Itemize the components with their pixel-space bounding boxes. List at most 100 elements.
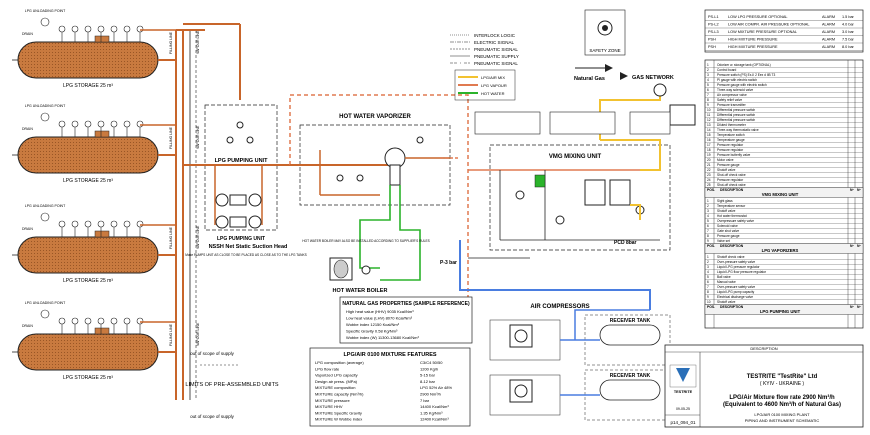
receiver-tank-label-2: RECEIVER TANK — [610, 373, 651, 379]
alarm-type: ALARM — [822, 38, 835, 42]
parts-header-pos: POS. — [707, 305, 715, 309]
mixture-features-box: LPG/AIR 0100 MIXTURE FEATURES LPG compos… — [309, 347, 471, 427]
natural-gas-label: Natural Gas — [574, 76, 605, 82]
ng-property-row: High heat value (HHV) 9035 Kcal/Nm³ — [346, 309, 414, 314]
vapour-line-label: VAPOUR LINE — [196, 322, 200, 346]
line-legend: INTERLOCK LOGIC ELECTRIC SIGNAL PNEUMATI… — [450, 33, 519, 101]
tank-body — [17, 333, 159, 371]
part-pos: 5 — [707, 275, 709, 279]
gauge-icon — [97, 25, 105, 33]
part-pos: 4 — [707, 78, 709, 82]
part-pos: 7 — [707, 93, 709, 97]
tank-label: LPG STORAGE 25 m³ — [63, 83, 113, 89]
gauge-icon — [84, 220, 92, 228]
alarm-setpoint: 7.5 bar — [842, 38, 855, 42]
part-description: Differential pressure switch — [717, 108, 755, 112]
filling-line-label: FILLING LINE — [169, 226, 173, 249]
legend-line-0: INTERLOCK LOGIC — [474, 33, 516, 38]
pumping-unit-lower-label: LPG PUMPING UNIT — [217, 236, 265, 242]
parts-section-title: LPG VAPORIZERS — [762, 248, 799, 253]
compressors-label: AIR COMPRESSORS — [530, 304, 589, 310]
vapour-line — [289, 94, 469, 300]
legend-pipe-0: LPG/AIR MIX — [481, 75, 505, 80]
tank-label: LPG STORAGE 25 m³ — [63, 375, 113, 381]
parts-header-pos: POS. — [707, 244, 715, 248]
part-description: Ball valve — [717, 275, 731, 279]
gauge-icon — [58, 120, 66, 128]
parts-header-description: DESCRIPTION — [720, 305, 744, 309]
gauge-icon — [110, 25, 118, 33]
part-pos: 23 — [707, 173, 711, 177]
part-description: Solenoid valve — [717, 224, 738, 228]
part-description: Pressure butterfly valve — [717, 153, 751, 157]
parts-header-n2: Nº — [857, 305, 861, 309]
gauge-icon — [71, 220, 79, 228]
part-pos: 1 — [707, 255, 709, 259]
part-description: Pressure gauge — [717, 163, 740, 167]
tank-label: LPG STORAGE 25 m³ — [63, 178, 113, 184]
unloading-point-label: LPG UNLOADING POINT — [25, 301, 66, 305]
feature-label: MIXTURE HHV — [315, 404, 343, 409]
unloading-point-label: LPG UNLOADING POINT — [25, 9, 66, 13]
part-description: Manual valve — [717, 280, 736, 284]
part-pos: 17 — [707, 143, 711, 147]
ng-box-title: NATURAL GAS PROPERTIES (SAMPLE REFERENCE… — [342, 301, 470, 307]
part-pos: 8 — [707, 234, 709, 238]
feature-value: 8-12 bar — [420, 379, 436, 384]
part-description: Shutoff valve — [717, 168, 736, 172]
part-pos: 7 — [707, 285, 709, 289]
gauge-icon — [110, 120, 118, 128]
part-description: Shutoff valve — [717, 209, 736, 213]
part-pos: 3 — [707, 73, 709, 77]
receiver-tank-label-1: RECEIVER TANK — [610, 318, 651, 324]
gauge-icon — [97, 317, 105, 325]
part-description: Temperature switch — [717, 133, 745, 137]
alarm-tag: PS-L3 — [708, 30, 719, 34]
drawing-title-2: (Equivalent to 4600 Nm³/h of Natural Gas… — [723, 401, 841, 408]
alarm-type: ALARM — [822, 45, 835, 49]
npsh-note: Make PUMPS UNIT AS CLOSE TO BE PLACED AS… — [185, 253, 306, 257]
feature-value: 5-15 bar — [420, 373, 436, 378]
part-pos: 10 — [707, 108, 711, 112]
boiler-label: HOT WATER BOILER — [333, 288, 388, 294]
parts-header-description: DESCRIPTION — [720, 188, 744, 192]
part-description: Pressure transmitter — [717, 103, 747, 107]
part-pos: 6 — [707, 88, 709, 92]
parts-header-description: DESCRIPTION — [720, 244, 744, 248]
logo-text: TESTRITE — [674, 390, 693, 394]
mixing-unit-label: VMG MIXING UNIT — [549, 154, 602, 160]
feature-label: MIXTURE W Wobbe index — [315, 417, 362, 422]
feature-label: MIXTURE pressure — [315, 398, 350, 403]
part-description: Sight glass — [717, 199, 733, 203]
part-pos: 15 — [707, 133, 711, 137]
gauge-icon — [136, 25, 144, 33]
hot-water-vaporizer: HOT WATER VAPORIZER — [290, 114, 460, 206]
alarm-setpoint: 4.0 bar — [842, 23, 855, 27]
part-description: Liquid LPG pressure regulator — [717, 265, 760, 269]
part-description: Safety relief valve — [717, 98, 742, 102]
part-description: Electrical discharge valve — [717, 295, 753, 299]
pressure-label: P-3 bar — [440, 260, 457, 266]
part-pos: 4 — [707, 214, 709, 218]
pcd-label: PCD 8bar — [614, 240, 637, 246]
mixing-info-boxes — [474, 111, 671, 135]
vmg-mixing-unit: VMG MIXING UNIT PCD 8bar — [468, 139, 671, 251]
parts-header-n2: Nº — [857, 244, 861, 248]
part-pos: 2 — [707, 68, 709, 72]
gauge-icon — [58, 25, 66, 33]
part-description: Liquid LPG pump capacity — [717, 290, 755, 294]
parts-header-pos: POS. — [707, 188, 715, 192]
gauge-icon — [71, 317, 79, 325]
feature-label: Design air press. (MPa) — [315, 379, 358, 384]
gauge-icon — [123, 317, 131, 325]
feature-label: LPG flow rate — [315, 366, 340, 371]
testrite-logo-icon — [676, 368, 690, 382]
part-pos: 3 — [707, 265, 709, 269]
vaporizer-label: HOT WATER VAPORIZER — [339, 114, 411, 120]
natural-gas-properties-box: NATURAL GAS PROPERTIES (SAMPLE REFERENCE… — [339, 296, 473, 344]
feature-label: Vaporized LPG capacity — [315, 373, 358, 378]
ng-property-row: Specific Gravity 0.58 Kg/Nm³ — [346, 329, 398, 334]
gauge-icon — [84, 317, 92, 325]
